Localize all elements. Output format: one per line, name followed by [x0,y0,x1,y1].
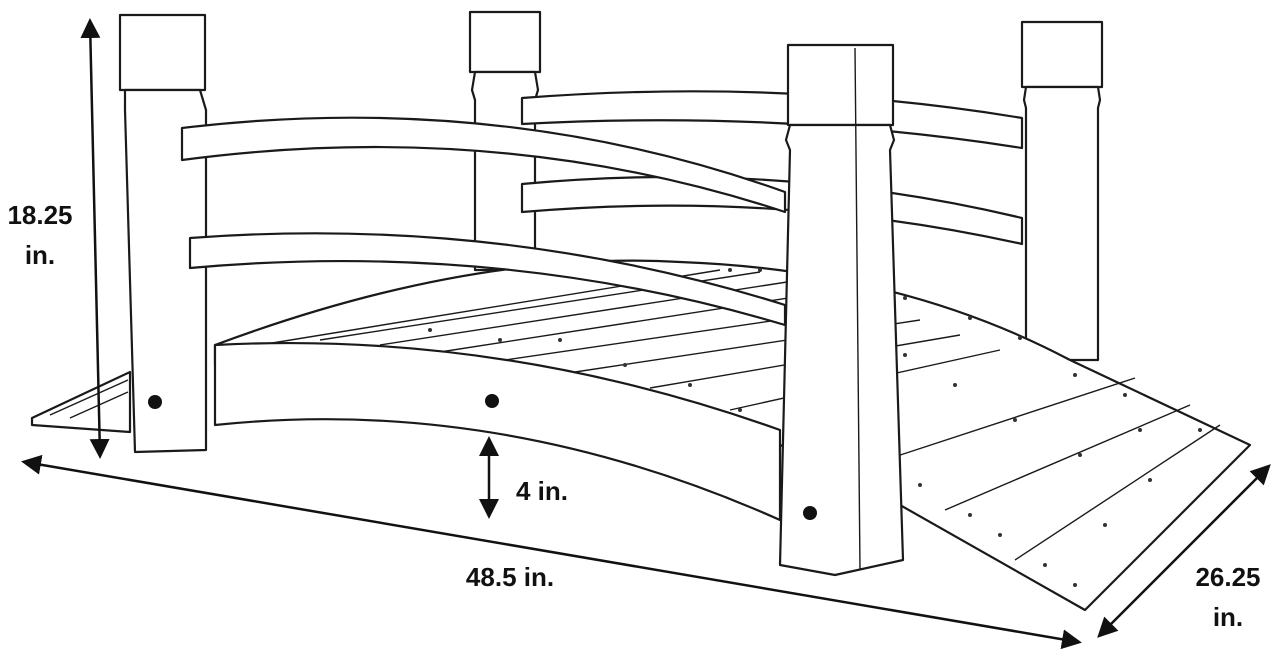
front-left-post-body [123,88,208,454]
length-label: 48.5 in. [465,562,555,592]
back-right-post-cap [1020,20,1104,89]
front-upper-rail [180,116,787,214]
back-railing [468,10,1104,362]
width-dimension-arrow [1097,464,1271,638]
height-dimension-arrow [80,18,110,459]
bolt-hole [803,506,817,520]
bolt-hole [485,394,499,408]
dimension-lines [21,18,1271,650]
clearance-label: 4 in. [516,476,569,506]
back-upper-rail [520,90,1024,150]
left-ramp [30,370,132,434]
front-right-post-cap [786,43,895,127]
length-dimension-arrow [21,454,1082,650]
height-label-unit: in. [24,240,56,270]
front-right-post [778,43,905,577]
height-label-value: 18.25 [7,200,73,230]
width-label-unit: in. [1212,602,1244,632]
bolt-hole [148,395,162,409]
front-left-post [118,13,208,454]
back-left-post-cap [468,10,542,74]
back-right-post [1022,85,1102,362]
front-left-post-cap [118,13,207,92]
front-right-post-body [778,123,905,577]
width-label-value: 26.25 [1195,562,1261,592]
